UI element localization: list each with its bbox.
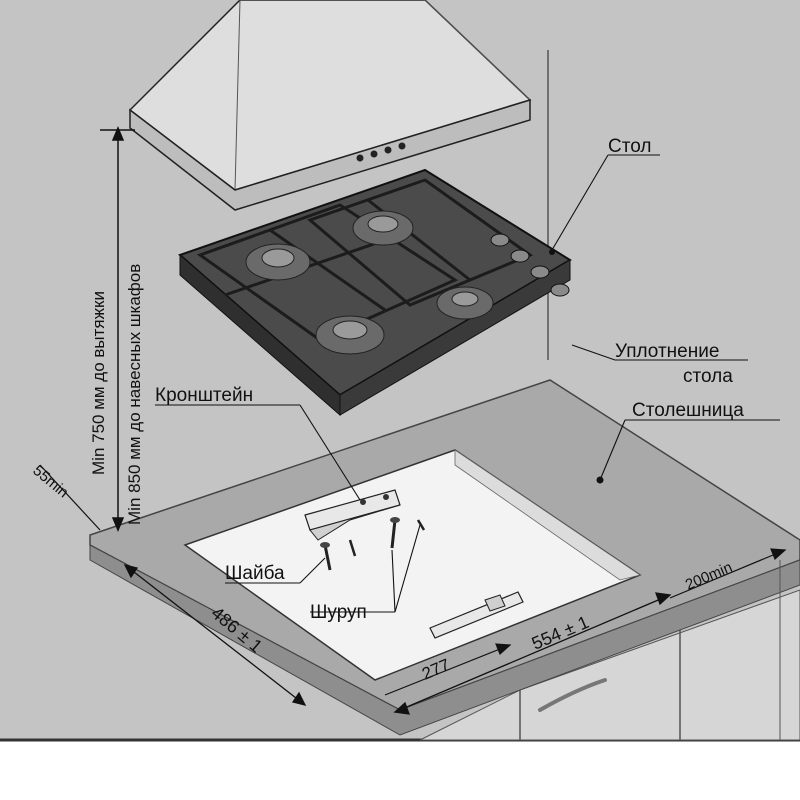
bracket-label: Кронштейн [155,385,253,406]
burner-front-right [436,286,494,320]
burner-back-right [352,210,414,246]
cabinet-fronts [419,589,800,741]
min-hood-distance: Min 750 мм до вытяжки [89,291,108,475]
bracket-rear [429,591,524,639]
countertop-marker [596,476,604,484]
screws [320,517,426,571]
washer-label: Шайба [225,563,285,584]
table-seal-label-line1: Уплотнение [615,341,719,362]
screw-label: Шуруп [310,602,367,623]
table-marker [549,249,555,255]
burner-back-left [245,243,311,281]
countertop-label: Столешница [632,400,744,421]
control-knobs [490,233,570,297]
burner-front-left [315,315,385,355]
cutout-depth-line [123,564,307,706]
table-seal-label-line2: стола [683,366,733,387]
leader-lines [155,154,780,613]
cutout-width-line [393,592,672,715]
table-label: Стол [608,136,651,157]
side-min-line [669,548,787,599]
edge-min-leader [39,464,101,531]
height-dimension-lines [100,126,135,532]
bracket-front [304,489,401,541]
bottom-strip [0,740,800,800]
cutout [183,449,642,681]
gas-hob [178,168,572,417]
bracket-offset-line [384,643,512,696]
extractor-hood [128,0,532,211]
min-cabinet-distance: Min 850 мм до навесных шкафов [125,264,144,525]
